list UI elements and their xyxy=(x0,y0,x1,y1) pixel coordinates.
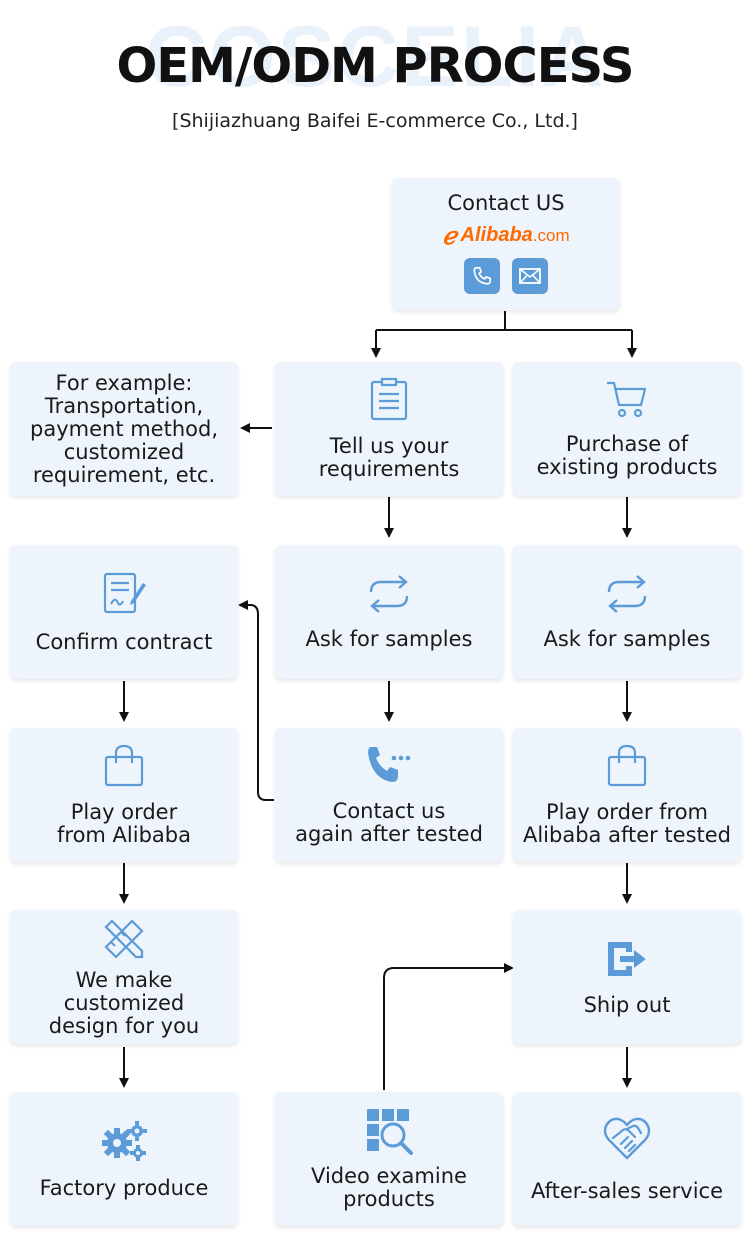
confirm-contract-box: Confirm contract xyxy=(10,545,238,679)
alibaba-logo-suffix: .com xyxy=(532,225,570,245)
video-examine-box: Video examine products xyxy=(275,1092,503,1226)
search-grid-icon xyxy=(367,1109,413,1155)
alibaba-logo[interactable]: ℯ Alibaba .com xyxy=(442,221,569,250)
contact-us-label: Contact US xyxy=(447,191,565,215)
play-order-tested-box: Play order from Alibaba after tested xyxy=(513,728,741,862)
alibaba-e-icon: ℯ xyxy=(442,221,457,250)
exchange-arrows-icon xyxy=(607,574,647,613)
ship-out-box: Ship out xyxy=(513,910,741,1044)
ask-samples-box-right: Ask for samples xyxy=(513,545,741,679)
watermark: COSCELIA xyxy=(144,9,606,105)
phone-calling-icon xyxy=(368,747,411,782)
shopping-bag-icon xyxy=(607,744,647,787)
phone-icon[interactable] xyxy=(464,258,500,294)
contact-us-box: Contact US ℯ Alibaba .com xyxy=(392,178,620,310)
design-tools-icon xyxy=(104,918,144,959)
alibaba-logo-text: Alibaba xyxy=(460,224,533,246)
shopping-bag-icon xyxy=(104,744,144,787)
page-subtitle: [Shijiazhuang Baifei E-commerce Co., Ltd… xyxy=(172,110,578,132)
factory-produce-box: Factory produce xyxy=(10,1092,238,1226)
ask-samples-label-right: Ask for samples xyxy=(543,626,711,651)
customized-design-box: We make customized design for you xyxy=(10,910,238,1044)
contact-again-box: Contact us again after tested xyxy=(275,728,503,862)
example-label: For example: Transportation, payment met… xyxy=(30,370,218,487)
play-order-tested-label: Play order from Alibaba after tested xyxy=(522,800,732,847)
factory-produce-label: Factory produce xyxy=(39,1175,209,1200)
play-order-label: Play order from Alibaba xyxy=(57,800,191,847)
mail-icon[interactable] xyxy=(512,258,548,294)
ask-samples-box-middle: Ask for samples xyxy=(275,545,503,679)
after-sales-box: After-sales service xyxy=(513,1092,741,1226)
customized-design-label: We make customized design for you xyxy=(48,967,200,1038)
video-examine-label: Video examine products xyxy=(311,1164,467,1211)
contract-sign-icon xyxy=(103,572,146,613)
shopping-cart-icon xyxy=(607,381,647,418)
ask-samples-label-middle: Ask for samples xyxy=(305,626,473,651)
exchange-arrows-icon xyxy=(369,574,409,613)
example-box: For example: Transportation, payment met… xyxy=(10,362,238,496)
tell-requirements-label: Tell us your requirements xyxy=(318,434,460,481)
play-order-box: Play order from Alibaba xyxy=(10,728,238,862)
purchase-existing-label: Purchase of existing products xyxy=(536,432,718,479)
ship-exit-icon xyxy=(608,941,647,976)
after-sales-label: After-sales service xyxy=(530,1178,724,1203)
confirm-contract-label: Confirm contract xyxy=(35,629,213,654)
gears-icon xyxy=(102,1120,147,1161)
handshake-heart-icon xyxy=(603,1117,651,1159)
ship-out-label: Ship out xyxy=(583,992,671,1017)
clipboard-list-icon xyxy=(370,377,408,421)
page-title: OEM/ODM PROCESS xyxy=(116,38,635,94)
purchase-existing-box: Purchase of existing products xyxy=(513,362,741,496)
contact-again-label: Contact us again after tested xyxy=(295,799,483,846)
tell-requirements-box: Tell us your requirements xyxy=(275,362,503,496)
